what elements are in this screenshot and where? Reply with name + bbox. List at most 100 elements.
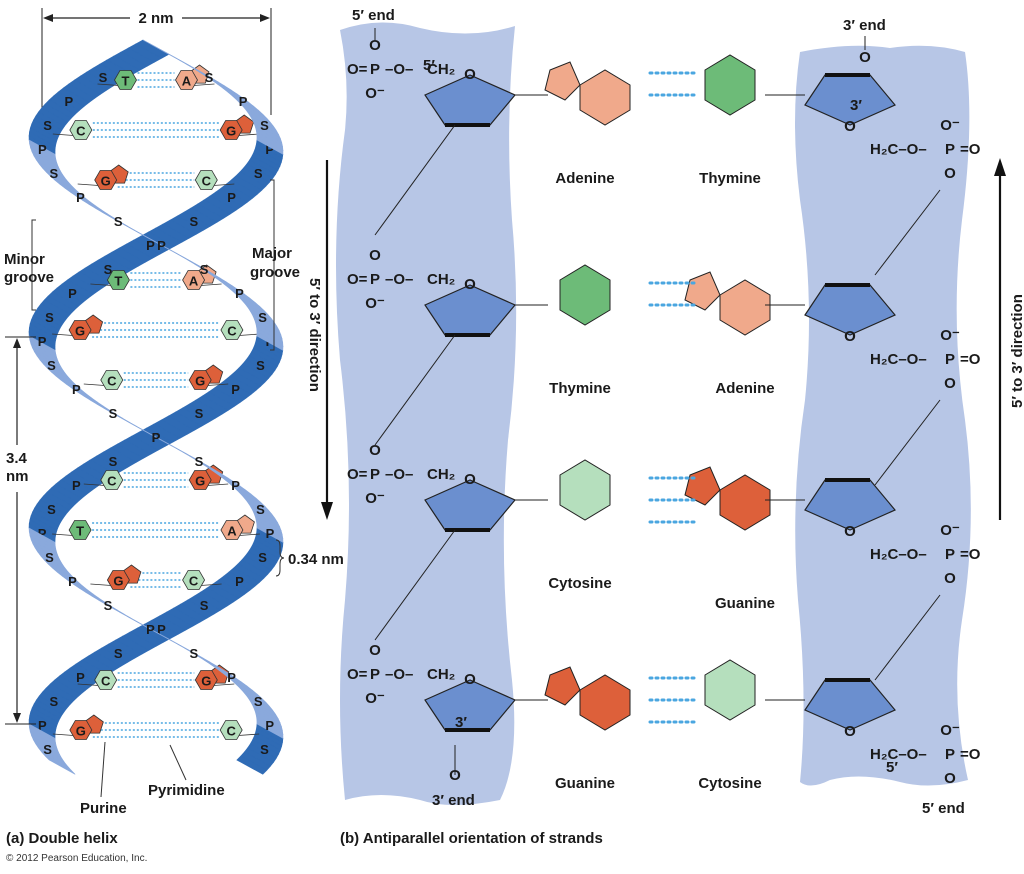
left-bottom-end-label: 3′ end [432, 792, 475, 809]
oxygen: –O– [385, 271, 413, 288]
purine-ring [182, 270, 206, 290]
phosphate-letter: P [239, 94, 248, 109]
base-c-icon: C [219, 720, 243, 740]
oxygen: O [369, 442, 381, 459]
ring-oxygen: O [844, 118, 856, 135]
purine-six-ring [579, 69, 631, 126]
base-letter: A [227, 524, 237, 539]
caption-a: (a) Double helix [6, 830, 118, 847]
helix-back-strand: PSPSPSPSSPSPSPSPSPSPSPSPSPSPS [28, 39, 284, 775]
sugar-letter: S [260, 742, 269, 757]
oxygen: –O– [385, 666, 413, 683]
sugar-letter: S [114, 214, 123, 229]
sugar-letter: S [45, 310, 54, 325]
phosphate-letter: P [38, 142, 47, 157]
sugar-letter: S [47, 502, 56, 517]
sugar-letter: S [104, 262, 113, 277]
base-letter: G [195, 474, 205, 489]
pyrimidine-ring [559, 264, 611, 326]
minor-groove-label-2: groove [4, 269, 54, 286]
right-direction-arrow: 5′ to 3′ direction [994, 158, 1024, 520]
base-t-icon: T [106, 270, 130, 290]
phosphorus: P [370, 61, 380, 78]
ch2-group: CH₂ [427, 466, 455, 483]
phosphorus: P [370, 466, 380, 483]
base-letter: T [122, 74, 130, 89]
base-letter: G [75, 324, 85, 339]
phosphorus: P [370, 666, 380, 683]
deoxyribose-sugar-icon [424, 479, 516, 531]
h2c-group: H₂C–O– [870, 141, 927, 158]
phosphodiester-bond [874, 399, 941, 486]
terminal-oxygen: O [449, 767, 461, 784]
pyrimidine-ring [100, 370, 124, 390]
oxygen: O= [347, 466, 368, 483]
phosphate-letter: P [227, 190, 236, 205]
base-g-icon: G [94, 164, 129, 190]
sugar-letter: S [47, 358, 56, 373]
oxygen: =O [960, 141, 981, 158]
base-c-icon: C [194, 170, 218, 190]
oxygen: O [369, 37, 381, 54]
phosphodiester-bond [374, 529, 456, 641]
base-letter: G [226, 124, 236, 139]
terminal-oxygen: O [859, 49, 871, 66]
oxygen: O [944, 570, 956, 587]
h2c-group: H₂C–O– [870, 546, 927, 563]
purine-six-ring [579, 674, 631, 731]
base-letter: C [189, 574, 199, 589]
left-direction-arrow: 5′ to 3′ direction [306, 160, 333, 520]
ch2-group: CH₂ [427, 61, 455, 78]
phosphate-letter: P [265, 718, 274, 733]
oxygen: =O [960, 546, 981, 563]
base-c-icon: C [69, 120, 93, 140]
purine-five-ring [544, 61, 581, 101]
oxygen-minus: O⁻ [940, 117, 960, 134]
sugar-letter: S [254, 166, 263, 181]
ch2-group: CH₂ [427, 666, 455, 683]
oxygen: O= [347, 61, 368, 78]
major-groove-annotation: Major groove [250, 179, 300, 351]
purine-five-ring [544, 666, 581, 706]
sugar-letter: S [195, 406, 204, 421]
phosphate-letter: P [38, 718, 47, 733]
sugar-letter: S [49, 694, 58, 709]
purine-ring [220, 520, 244, 540]
phosphate-letter: P [146, 622, 155, 637]
base-letter: G [76, 724, 86, 739]
purine-ring [68, 320, 92, 340]
pitch-label-2: nm [6, 468, 29, 485]
phosphodiester-bond [874, 189, 941, 276]
sugar-letter: S [49, 166, 58, 181]
oxygen: O [944, 165, 956, 182]
base-g-icon: G [219, 114, 255, 140]
caption-b-letter: (b) [340, 830, 360, 847]
width-dimension: 2 nm [41, 8, 272, 160]
base-letter: G [101, 174, 111, 189]
phosphate-letter: P [157, 238, 166, 253]
pyrimidine-ring [704, 54, 756, 116]
oxygen: =O [960, 351, 981, 368]
oxygen: –O– [385, 466, 413, 483]
deoxyribose-sugar-icon [804, 284, 896, 336]
width-label: 2 nm [138, 10, 173, 27]
phosphate-letter: P [227, 670, 236, 685]
caption-b-text: Antiparallel orientation of strands [362, 830, 603, 847]
pyrimidine-ring [220, 320, 244, 340]
pitch-dimension: 3.4 nm [5, 336, 36, 725]
sugar-letter: S [104, 598, 113, 613]
sugar-letter: S [45, 550, 54, 565]
sugar-letter: S [256, 358, 265, 373]
h2c-group: H₂C–O– [870, 351, 927, 368]
base-a-icon: A [220, 514, 255, 540]
right-direction-label: 5′ to 3′ direction [1009, 294, 1024, 408]
ring-oxygen: O [464, 276, 476, 293]
